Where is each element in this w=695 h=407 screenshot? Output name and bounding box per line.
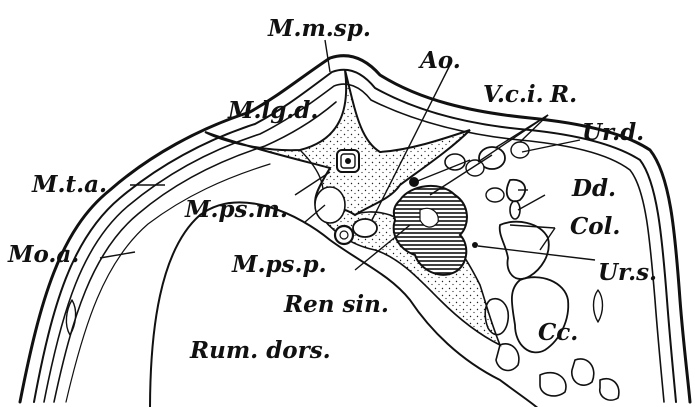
label-col: Col. bbox=[570, 213, 620, 240]
label-ur-d: Ur.d. bbox=[582, 119, 644, 146]
label-m-ps-p: M.ps.p. bbox=[231, 251, 327, 278]
label-dd: Dd. bbox=[571, 175, 616, 202]
label-mo-a: Mo.a. bbox=[7, 241, 79, 268]
label-ren-sin: Ren sin. bbox=[283, 291, 389, 318]
label-m-m-sp: M.m.sp. bbox=[267, 15, 371, 42]
label-r: R. bbox=[549, 81, 577, 108]
label-cc: Cc. bbox=[538, 319, 578, 346]
label-m-lg-d: M.lg.d. bbox=[227, 97, 318, 124]
spinal-cord bbox=[337, 150, 359, 172]
label-v-c-i: V.c.i. bbox=[483, 81, 544, 108]
label-ur-s: Ur.s. bbox=[598, 259, 657, 286]
label-rum-dors: Rum. dors. bbox=[189, 337, 331, 364]
label-m-t-a: M.t.a. bbox=[31, 171, 107, 198]
label-ao: Ao. bbox=[418, 47, 461, 74]
label-m-ps-m: M.ps.m. bbox=[184, 196, 288, 223]
